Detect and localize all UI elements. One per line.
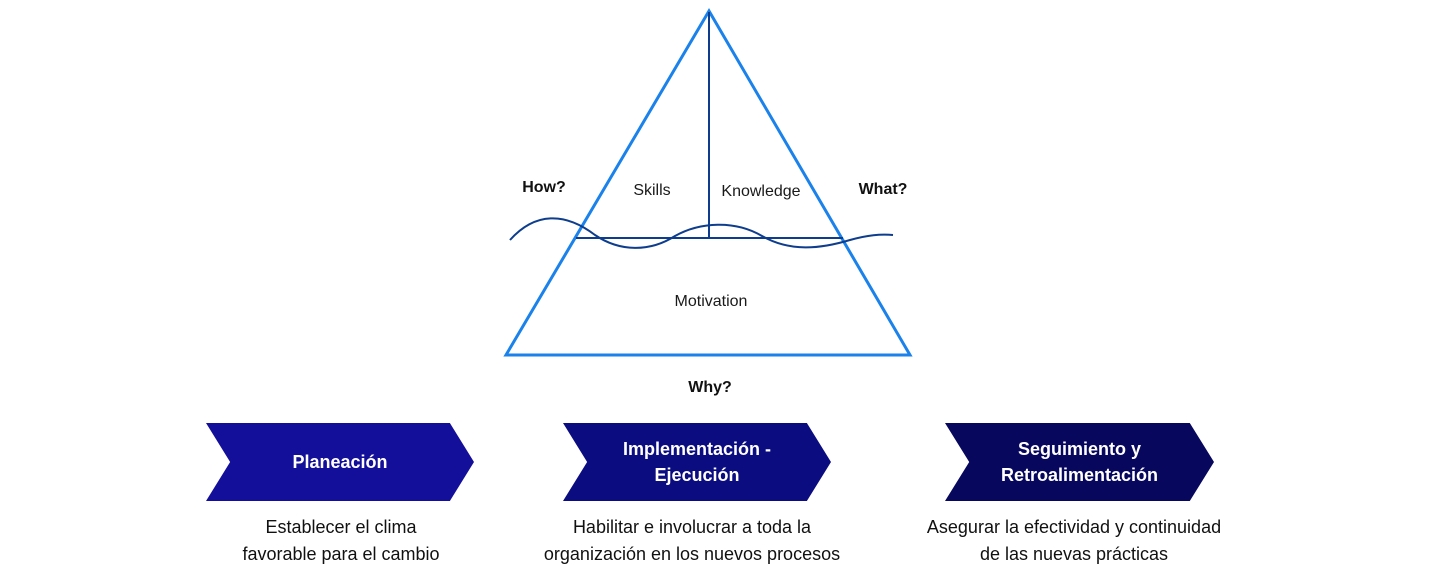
knowledge-label: Knowledge: [721, 183, 800, 200]
motivation-label: Motivation: [675, 293, 748, 310]
step-seguimiento-chevron: Seguimiento y Retroalimentación: [945, 423, 1214, 501]
step-label: Implementación - Ejecución: [622, 439, 772, 485]
step-label: Planeación: [292, 452, 388, 472]
step-implementacion-chevron: Implementación - Ejecución: [563, 423, 831, 501]
pyramid-diagram: Skills Knowledge Motivation How? What? W…: [503, 8, 913, 396]
step-description: Asegurar la efectividad y continuidad de…: [926, 517, 1222, 564]
why-label: Why?: [688, 379, 732, 396]
step-label: Seguimiento y Retroalimentación: [1000, 439, 1159, 485]
step-description: Establecer el clima favorable para el ca…: [242, 517, 440, 564]
step-planeacion-chevron: Planeación: [206, 423, 474, 501]
how-label: How?: [522, 179, 566, 196]
step-description: Habilitar e involucrar a toda la organiz…: [543, 517, 841, 564]
what-label: What?: [859, 181, 908, 198]
pyramid-outline: [503, 8, 913, 357]
skills-label: Skills: [633, 182, 670, 199]
water-wave-line: [509, 217, 894, 249]
